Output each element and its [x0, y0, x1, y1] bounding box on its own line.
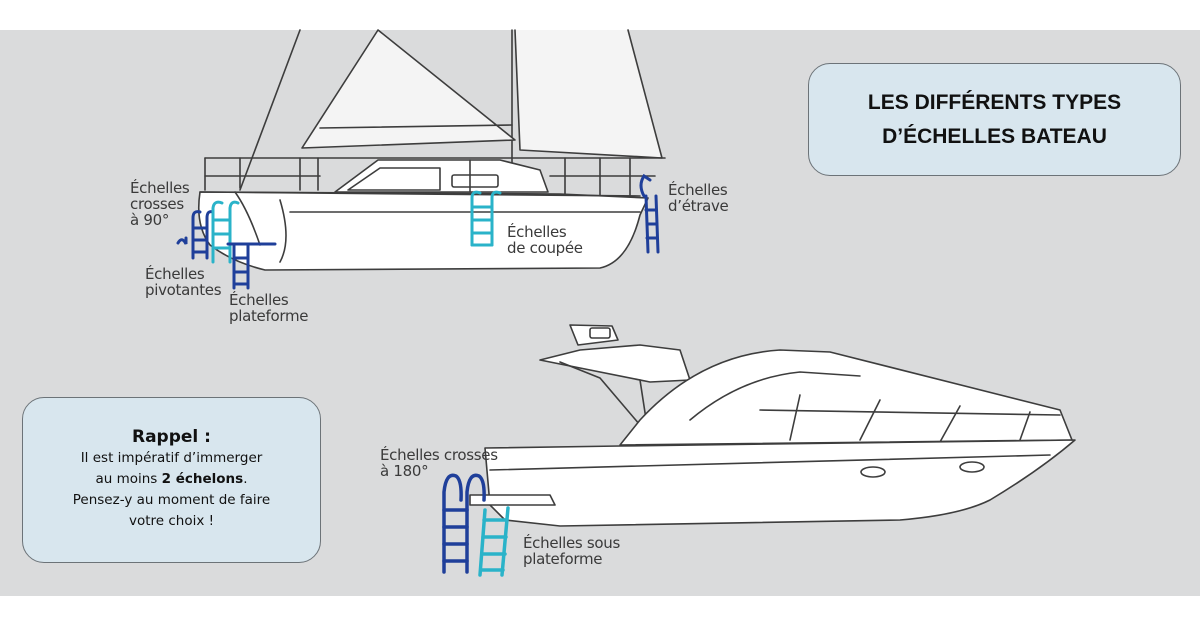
page-title-line-2: D’ÉCHELLES BATEAU	[882, 124, 1107, 148]
label-line: Échelles	[507, 223, 567, 241]
reminder-line-3: Pensez-y au moment de faire	[72, 492, 271, 508]
label-line: à 180°	[380, 462, 429, 480]
ladder-crosses-180	[442, 473, 486, 574]
label-line: Échelles sous	[523, 534, 621, 552]
label-line: Échelles	[668, 181, 728, 199]
label-line: plateforme	[229, 307, 309, 325]
title-box: LES DIFFÉRENTS TYPES D’ÉCHELLES BATEAU	[808, 63, 1181, 176]
reminder-box: Rappel : Il est impératif d’immerger au …	[22, 397, 321, 563]
jib	[514, 29, 663, 159]
label-line: à 90°	[130, 211, 170, 229]
label-crosses-90: Échelles crosses à 90°	[130, 179, 190, 229]
page-title-line-1: LES DIFFÉRENTS TYPES	[867, 90, 1122, 114]
ladder-coupee	[470, 190, 502, 247]
label-line: Échelles	[145, 265, 205, 283]
reminder-line-2: au moins 2 échelons.	[23, 469, 320, 490]
label-line: Échelles	[229, 291, 289, 309]
reminder-heading: Rappel :	[132, 427, 211, 447]
ladder-crosses-90	[191, 210, 215, 260]
reminder-line-1: Il est impératif d’immerger	[80, 450, 263, 466]
reminder-line-2-suffix: .	[243, 471, 248, 487]
ladder-coupee-left	[211, 200, 240, 264]
label-line: de coupée	[507, 239, 583, 257]
backstay	[239, 29, 301, 191]
ladder-plateforme	[226, 242, 277, 290]
label-pivotantes: Échelles pivotantes	[145, 265, 222, 299]
motorboat	[469, 324, 1076, 527]
label-etrave: Échelles d’étrave	[668, 181, 729, 215]
label-line: d’étrave	[668, 197, 729, 215]
label-line: Échelles	[130, 179, 190, 197]
label-coupee: Échelles de coupée	[507, 224, 583, 256]
mainsail	[301, 29, 516, 149]
reminder-emphasis: 2 échelons	[161, 471, 244, 487]
label-line: plateforme	[523, 550, 603, 568]
label-crosses-180: Échelles crosses à 180°	[380, 447, 498, 479]
label-line: crosses	[130, 195, 184, 213]
reminder-line-2-prefix: au moins	[95, 471, 162, 487]
reminder-line-4: votre choix !	[128, 513, 215, 529]
sailboat	[197, 29, 666, 271]
label-line: Échelles crosses	[380, 446, 498, 464]
label-sous-plateforme: Échelles sous plateforme	[523, 535, 620, 567]
ladder-etrave	[639, 173, 660, 254]
label-plateforme: Échelles plateforme	[229, 291, 309, 325]
ladder-sous-plateforme	[478, 506, 510, 577]
label-line: pivotantes	[145, 281, 222, 299]
ladder-pivotantes	[176, 236, 188, 245]
